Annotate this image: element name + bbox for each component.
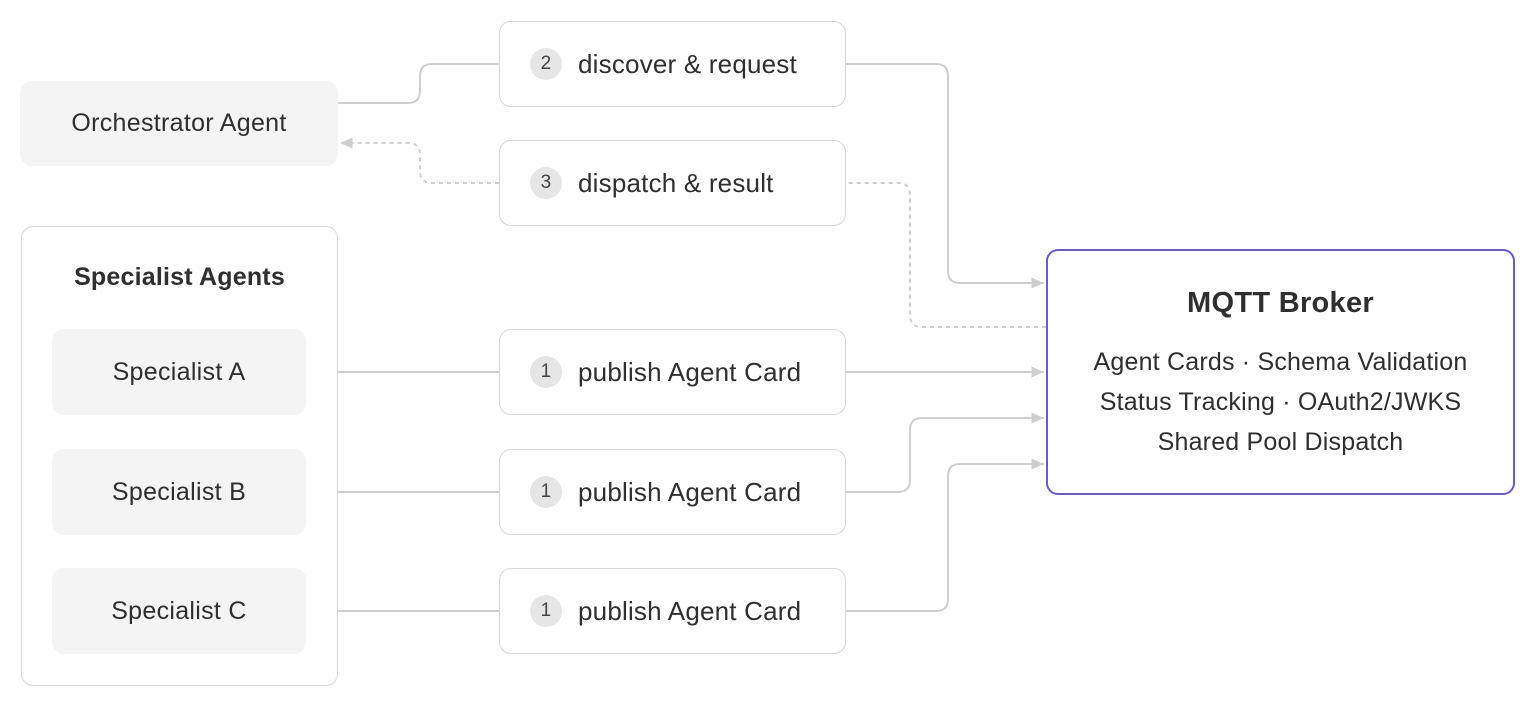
connector-orchestrator-to-discover (338, 63, 499, 104)
step-number-badge: 2 (530, 48, 562, 80)
step-dispatch-result: 3 dispatch & result (499, 140, 846, 226)
step-label: publish Agent Card (578, 595, 802, 626)
specialist-a-node: Specialist A (52, 329, 306, 415)
step-label: dispatch & result (578, 167, 774, 198)
specialist-c-node: Specialist C (52, 568, 306, 654)
specialist-a-label: Specialist A (112, 357, 246, 386)
broker-feature-line: Agent Cards · Schema Validation (1093, 348, 1468, 376)
specialist-c-label: Specialist C (111, 596, 247, 625)
connector-discover-to-broker (846, 63, 1044, 289)
connector-broker-to-dispatch (846, 182, 1046, 328)
orchestrator-agent-node: Orchestrator Agent (20, 81, 338, 166)
connector-dispatch-to-orchestrator (340, 137, 499, 184)
broker-feature-line: Status Tracking · OAuth2/JWKS (1099, 388, 1462, 416)
step-number-badge: 1 (530, 356, 562, 388)
specialist-b-label: Specialist B (111, 477, 247, 506)
step-discover-request: 2 discover & request (499, 21, 846, 107)
mqtt-broker-title: MQTT Broker (1187, 287, 1374, 319)
connector-publish-b-to-broker (846, 412, 1044, 493)
step-number-badge: 1 (530, 595, 562, 627)
step-publish-agent-card-b: 1 publish Agent Card (499, 449, 846, 535)
step-publish-agent-card-c: 1 publish Agent Card (499, 568, 846, 654)
step-label: discover & request (578, 48, 797, 79)
step-number-badge: 3 (530, 167, 562, 199)
step-label: publish Agent Card (578, 476, 802, 507)
mqtt-broker-features: Agent Cards · Schema Validation Status T… (1048, 342, 1513, 462)
connector-publish-c-to-broker (846, 458, 1044, 612)
step-label: publish Agent Card (578, 356, 802, 387)
specialist-agents-title: Specialist Agents (74, 263, 285, 291)
step-number-badge: 1 (530, 476, 562, 508)
orchestrator-agent-label: Orchestrator Agent (71, 109, 287, 137)
mqtt-broker-node: MQTT Broker Agent Cards · Schema Validat… (1046, 249, 1515, 495)
broker-feature-line: Shared Pool Dispatch (1157, 428, 1404, 456)
step-publish-agent-card-a: 1 publish Agent Card (499, 329, 846, 415)
specialist-b-node: Specialist B (52, 449, 306, 535)
